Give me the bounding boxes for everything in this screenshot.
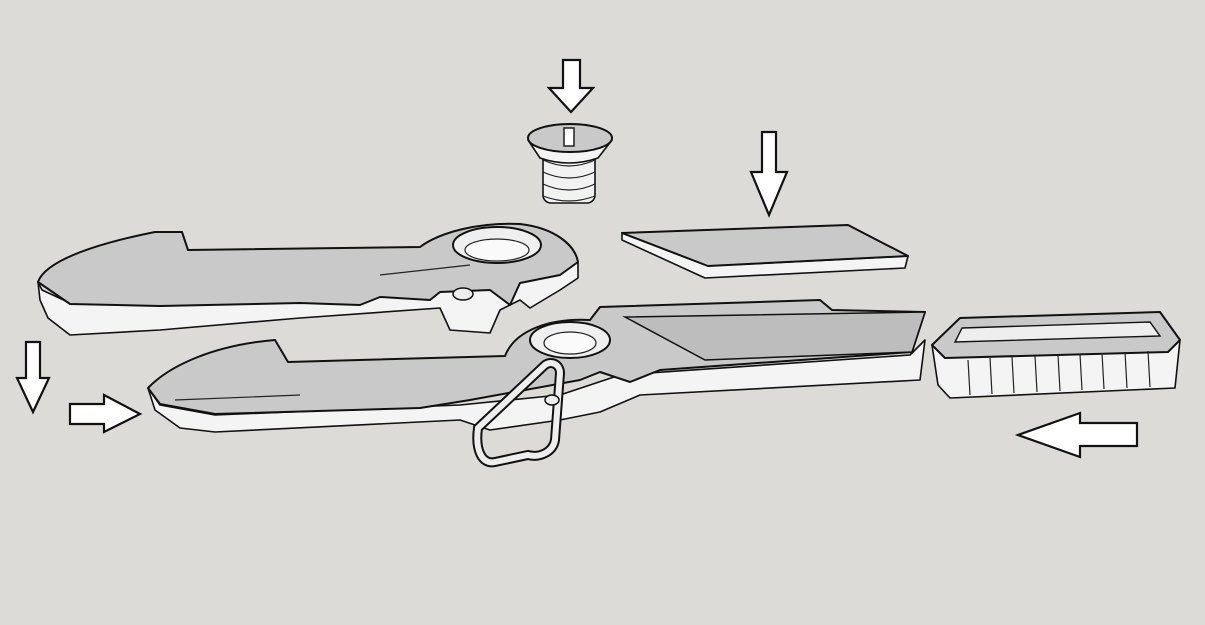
screw (527, 123, 613, 204)
arrow-down-icon (15, 340, 51, 415)
blade (621, 224, 909, 279)
arrow-down-icon (546, 58, 596, 114)
lower-handle (147, 299, 927, 433)
upper-handle (37, 222, 579, 336)
arrow-right-icon (68, 393, 143, 434)
lanyard-loop (472, 358, 566, 468)
arrow-down-icon (749, 130, 789, 218)
end-cap (931, 311, 1181, 399)
arrow-left-icon (1014, 411, 1139, 459)
